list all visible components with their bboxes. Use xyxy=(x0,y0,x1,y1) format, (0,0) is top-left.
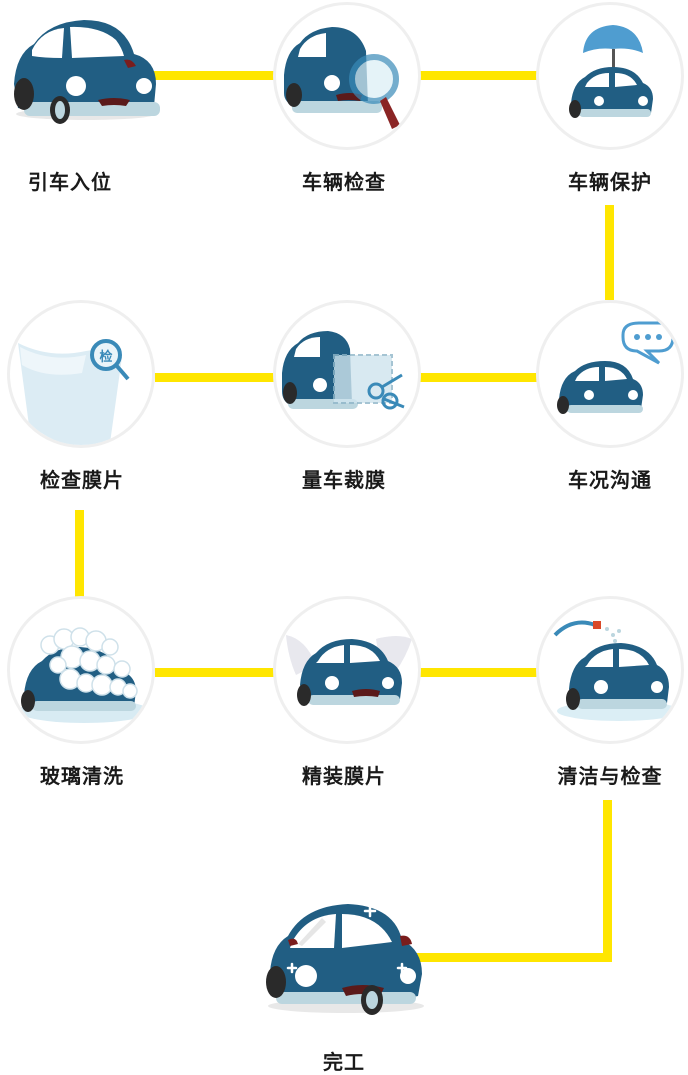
step-9-label: 清洁与检查 xyxy=(557,764,663,788)
connector-1-2 xyxy=(150,71,278,80)
step-6-label: 检查膜片 xyxy=(40,468,124,492)
step-1-label: 引车入位 xyxy=(28,170,112,194)
step-1-car xyxy=(4,14,160,124)
car-film-scissors-icon xyxy=(282,331,405,410)
step-8-label: 精装膜片 xyxy=(302,764,386,788)
car-inspection-magnifier-icon xyxy=(284,27,400,129)
step-2-label: 车辆检查 xyxy=(302,170,386,194)
car-water-spray-icon xyxy=(553,620,681,721)
connector-3-4 xyxy=(605,205,614,300)
step-3-node xyxy=(536,2,684,150)
car-parking-icon xyxy=(14,20,160,124)
connector-4-5 xyxy=(420,373,540,382)
car-umbrella-protection-icon xyxy=(569,25,653,118)
step-5-label: 量车裁膜 xyxy=(302,468,386,492)
connector-2-3 xyxy=(420,71,540,80)
step-5-node xyxy=(273,300,421,448)
connector-9-10-horizontal xyxy=(415,953,612,962)
step-3-label: 车辆保护 xyxy=(568,170,652,194)
step-6-node: 检 xyxy=(7,300,155,448)
connector-7-8 xyxy=(155,668,277,677)
car-chat-bubble-icon xyxy=(557,321,675,414)
step-7-label: 玻璃清洗 xyxy=(40,764,124,788)
connector-8-9 xyxy=(420,668,540,677)
svg-text:检: 检 xyxy=(99,349,112,365)
step-9-node xyxy=(536,596,684,744)
step-4-node xyxy=(536,300,684,448)
step-7-node xyxy=(7,596,155,744)
car-film-install-icon xyxy=(286,635,412,706)
connector-5-6 xyxy=(155,373,277,382)
film-sheet-inspect-icon: 检 xyxy=(18,339,130,445)
step-4-label: 车况沟通 xyxy=(568,468,652,492)
step-10-car xyxy=(262,896,432,1016)
car-foam-wash-icon xyxy=(18,627,150,723)
connector-9-10-vertical xyxy=(603,800,612,960)
step-8-node xyxy=(273,596,421,744)
connector-6-7 xyxy=(75,510,84,600)
step-10-label: 完工 xyxy=(323,1050,365,1074)
car-sparkle-finished-icon xyxy=(266,904,424,1015)
step-2-node xyxy=(273,2,421,150)
